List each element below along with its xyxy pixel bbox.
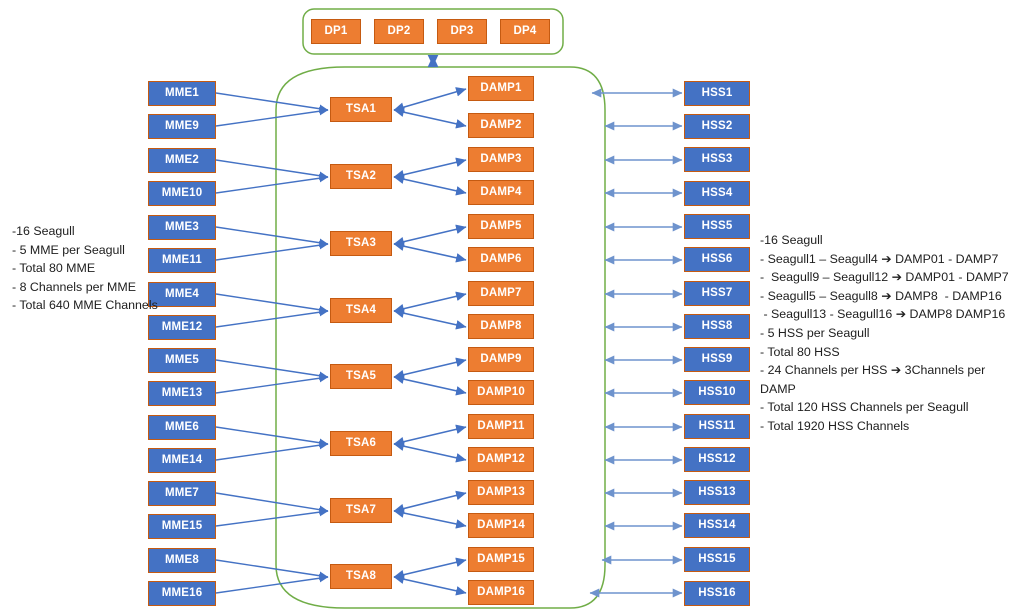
node-damp7[interactable]: DAMP7 <box>468 281 534 306</box>
node-damp2[interactable]: DAMP2 <box>468 113 534 138</box>
node-mme12[interactable]: MME12 <box>148 315 216 340</box>
node-mme6[interactable]: MME6 <box>148 415 216 440</box>
node-mme10[interactable]: MME10 <box>148 181 216 206</box>
node-mme7[interactable]: MME7 <box>148 481 216 506</box>
node-hss7[interactable]: HSS7 <box>684 281 750 306</box>
node-damp9[interactable]: DAMP9 <box>468 347 534 372</box>
node-dp4[interactable]: DP4 <box>500 19 550 44</box>
node-mme16[interactable]: MME16 <box>148 581 216 606</box>
node-mme3[interactable]: MME3 <box>148 215 216 240</box>
node-mme9[interactable]: MME9 <box>148 114 216 139</box>
node-tsa2[interactable]: TSA2 <box>330 164 392 189</box>
node-damp3[interactable]: DAMP3 <box>468 147 534 172</box>
node-hss6[interactable]: HSS6 <box>684 247 750 272</box>
node-dp2[interactable]: DP2 <box>374 19 424 44</box>
mme-capacity-note: -16 Seagull - 5 MME per Seagull - Total … <box>12 224 158 313</box>
node-tsa5[interactable]: TSA5 <box>330 364 392 389</box>
node-hss5[interactable]: HSS5 <box>684 214 750 239</box>
node-hss3[interactable]: HSS3 <box>684 147 750 172</box>
node-tsa8[interactable]: TSA8 <box>330 564 392 589</box>
node-hss2[interactable]: HSS2 <box>684 114 750 139</box>
node-mme1[interactable]: MME1 <box>148 81 216 106</box>
node-damp8[interactable]: DAMP8 <box>468 314 534 339</box>
node-dp3[interactable]: DP3 <box>437 19 487 44</box>
hss-boundary-connectors <box>589 88 683 598</box>
node-hss8[interactable]: HSS8 <box>684 314 750 339</box>
node-hss16[interactable]: HSS16 <box>684 581 750 606</box>
node-dp1[interactable]: DP1 <box>311 19 361 44</box>
node-hss13[interactable]: HSS13 <box>684 480 750 505</box>
node-hss11[interactable]: HSS11 <box>684 414 750 439</box>
node-hss1[interactable]: HSS1 <box>684 81 750 106</box>
node-damp14[interactable]: DAMP14 <box>468 513 534 538</box>
hss-mapping-note: -16 Seagull - Seagull1 – Seagull4 ➔ DAMP… <box>760 233 1009 433</box>
node-mme13[interactable]: MME13 <box>148 381 216 406</box>
node-damp16[interactable]: DAMP16 <box>468 580 534 605</box>
seagull-boundary <box>275 66 606 609</box>
node-hss9[interactable]: HSS9 <box>684 347 750 372</box>
node-damp5[interactable]: DAMP5 <box>468 214 534 239</box>
node-mme2[interactable]: MME2 <box>148 148 216 173</box>
dp-group-boundary <box>302 8 564 55</box>
node-damp12[interactable]: DAMP12 <box>468 447 534 472</box>
node-hss15[interactable]: HSS15 <box>684 547 750 572</box>
tsa-damp-connectors <box>393 87 467 596</box>
node-mme4[interactable]: MME4 <box>148 282 216 307</box>
node-tsa1[interactable]: TSA1 <box>330 97 392 122</box>
node-mme5[interactable]: MME5 <box>148 348 216 373</box>
node-damp6[interactable]: DAMP6 <box>468 247 534 272</box>
node-mme8[interactable]: MME8 <box>148 548 216 573</box>
node-hss10[interactable]: HSS10 <box>684 380 750 405</box>
node-damp1[interactable]: DAMP1 <box>468 76 534 101</box>
node-damp4[interactable]: DAMP4 <box>468 180 534 205</box>
node-damp13[interactable]: DAMP13 <box>468 480 534 505</box>
mme-tsa-connectors <box>215 92 329 594</box>
node-tsa4[interactable]: TSA4 <box>330 298 392 323</box>
node-mme14[interactable]: MME14 <box>148 448 216 473</box>
node-hss12[interactable]: HSS12 <box>684 447 750 472</box>
node-mme15[interactable]: MME15 <box>148 514 216 539</box>
node-mme11[interactable]: MME11 <box>148 248 216 273</box>
node-tsa3[interactable]: TSA3 <box>330 231 392 256</box>
node-damp15[interactable]: DAMP15 <box>468 547 534 572</box>
node-hss4[interactable]: HSS4 <box>684 181 750 206</box>
node-tsa6[interactable]: TSA6 <box>330 431 392 456</box>
node-tsa7[interactable]: TSA7 <box>330 498 392 523</box>
node-damp11[interactable]: DAMP11 <box>468 414 534 439</box>
node-hss14[interactable]: HSS14 <box>684 513 750 538</box>
node-damp10[interactable]: DAMP10 <box>468 380 534 405</box>
